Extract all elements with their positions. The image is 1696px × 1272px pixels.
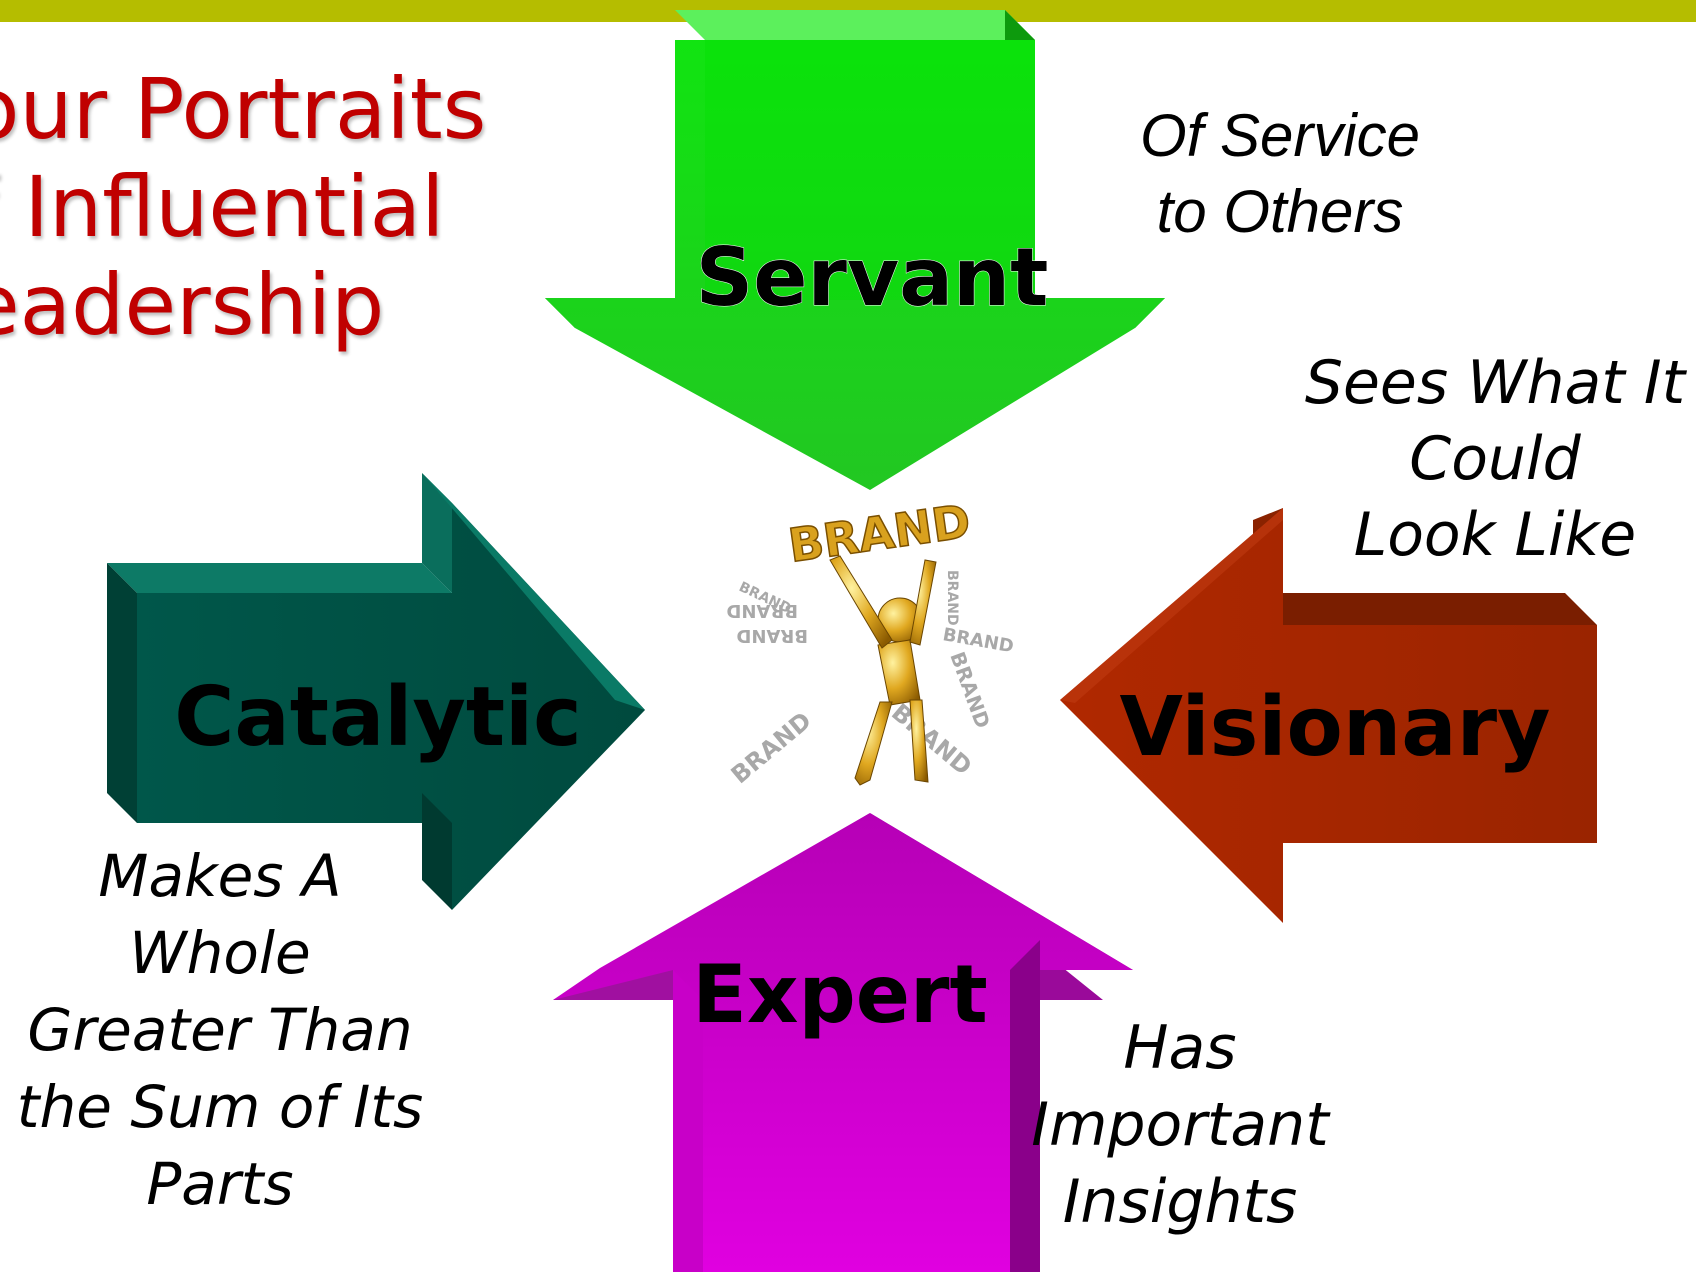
description-line: Could <box>1409 424 1581 494</box>
slide-title: our Portraits f Influential eadership <box>0 60 488 354</box>
description-line: Whole <box>129 919 311 987</box>
servant-description: Of Service to Others <box>1110 98 1450 250</box>
description-line: Parts <box>146 1150 294 1218</box>
servant-label: Servant <box>696 231 1049 324</box>
catalytic-arrow <box>107 473 645 910</box>
brand-word: BRAND <box>944 570 960 626</box>
visionary-description: Sees What It Could Look Like <box>1290 345 1696 573</box>
description-line: Has <box>1123 1013 1237 1083</box>
description-line: Of Service <box>1139 102 1421 169</box>
brand-word: BRAND <box>941 624 1015 657</box>
brand-word: BRAND <box>886 698 977 781</box>
description-line: to Others <box>1156 178 1404 245</box>
title-line: f Influential <box>0 158 445 256</box>
title-line: our Portraits <box>0 60 487 158</box>
expert-arrow <box>553 813 1133 1272</box>
expert-description: Has Important Insights <box>1010 1010 1350 1241</box>
catalytic-label: Catalytic <box>174 670 582 765</box>
visionary-arrow <box>1060 508 1597 923</box>
description-line: Greater Than <box>27 996 413 1064</box>
brand-word: BRAND <box>945 649 995 732</box>
description-line: Sees What It <box>1304 348 1686 418</box>
servant-arrow <box>545 10 1165 490</box>
brand-word: BRAND <box>726 600 798 621</box>
description-line: Makes A <box>98 842 342 910</box>
description-line: Important <box>1031 1090 1329 1160</box>
description-line: the Sum of Its <box>16 1073 424 1141</box>
brand-figure-image: BRAND BRAND BRAND BRAND BRAND BRAND BRAN… <box>726 493 1015 789</box>
description-line: Insights <box>1062 1167 1298 1237</box>
visionary-label: Visionary <box>1120 680 1551 775</box>
brand-word: BRAND <box>726 706 817 789</box>
title-line: eadership <box>0 256 385 354</box>
description-line: Look Like <box>1353 500 1637 570</box>
catalytic-description: Makes A Whole Greater Than the Sum of It… <box>0 838 440 1223</box>
held-brand-word: BRAND <box>785 494 974 573</box>
expert-label: Expert <box>692 948 987 1041</box>
brand-word: BRAND <box>736 625 808 646</box>
